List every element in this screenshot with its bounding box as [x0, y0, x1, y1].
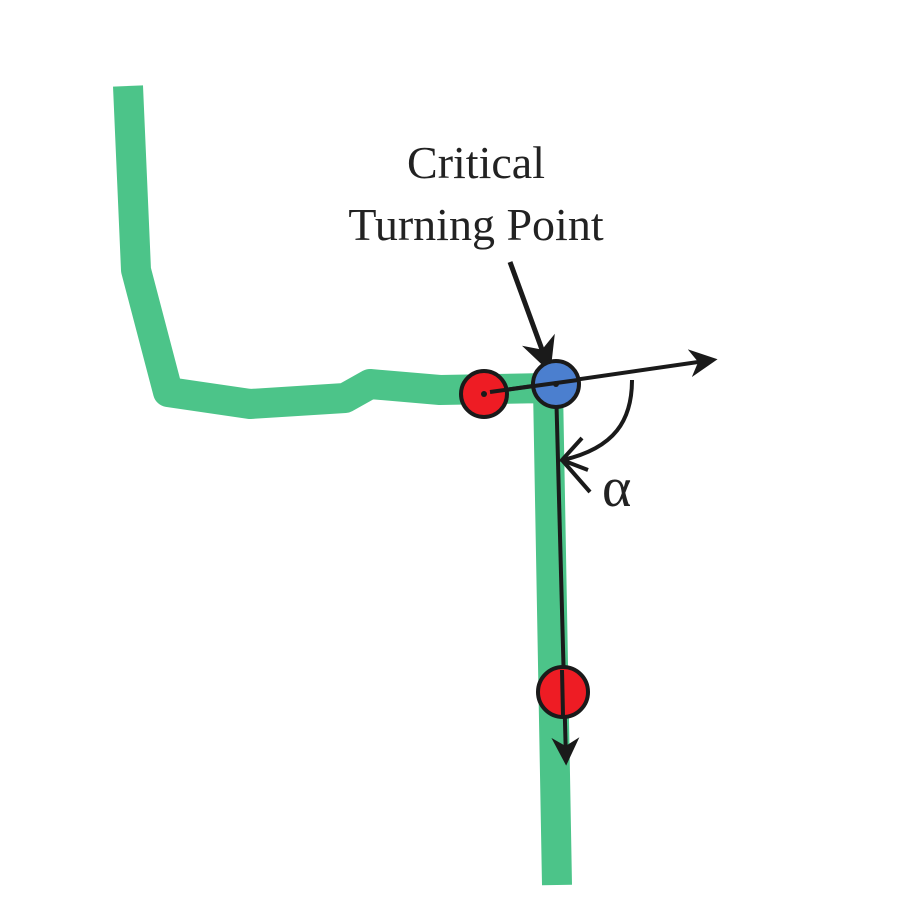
annotation-line-2: Turning Point: [348, 199, 603, 250]
incoming-direction-overlay: [489, 378, 579, 394]
sample-point-left-center: [481, 391, 487, 397]
annotation-line-1: Critical: [407, 137, 545, 188]
label-pointer-arrow: [507, 261, 555, 373]
angle-tick: [560, 458, 592, 494]
angle-arc: [562, 379, 634, 462]
outgoing-direction-overlay: [560, 669, 565, 716]
angle-label: α: [602, 457, 631, 519]
